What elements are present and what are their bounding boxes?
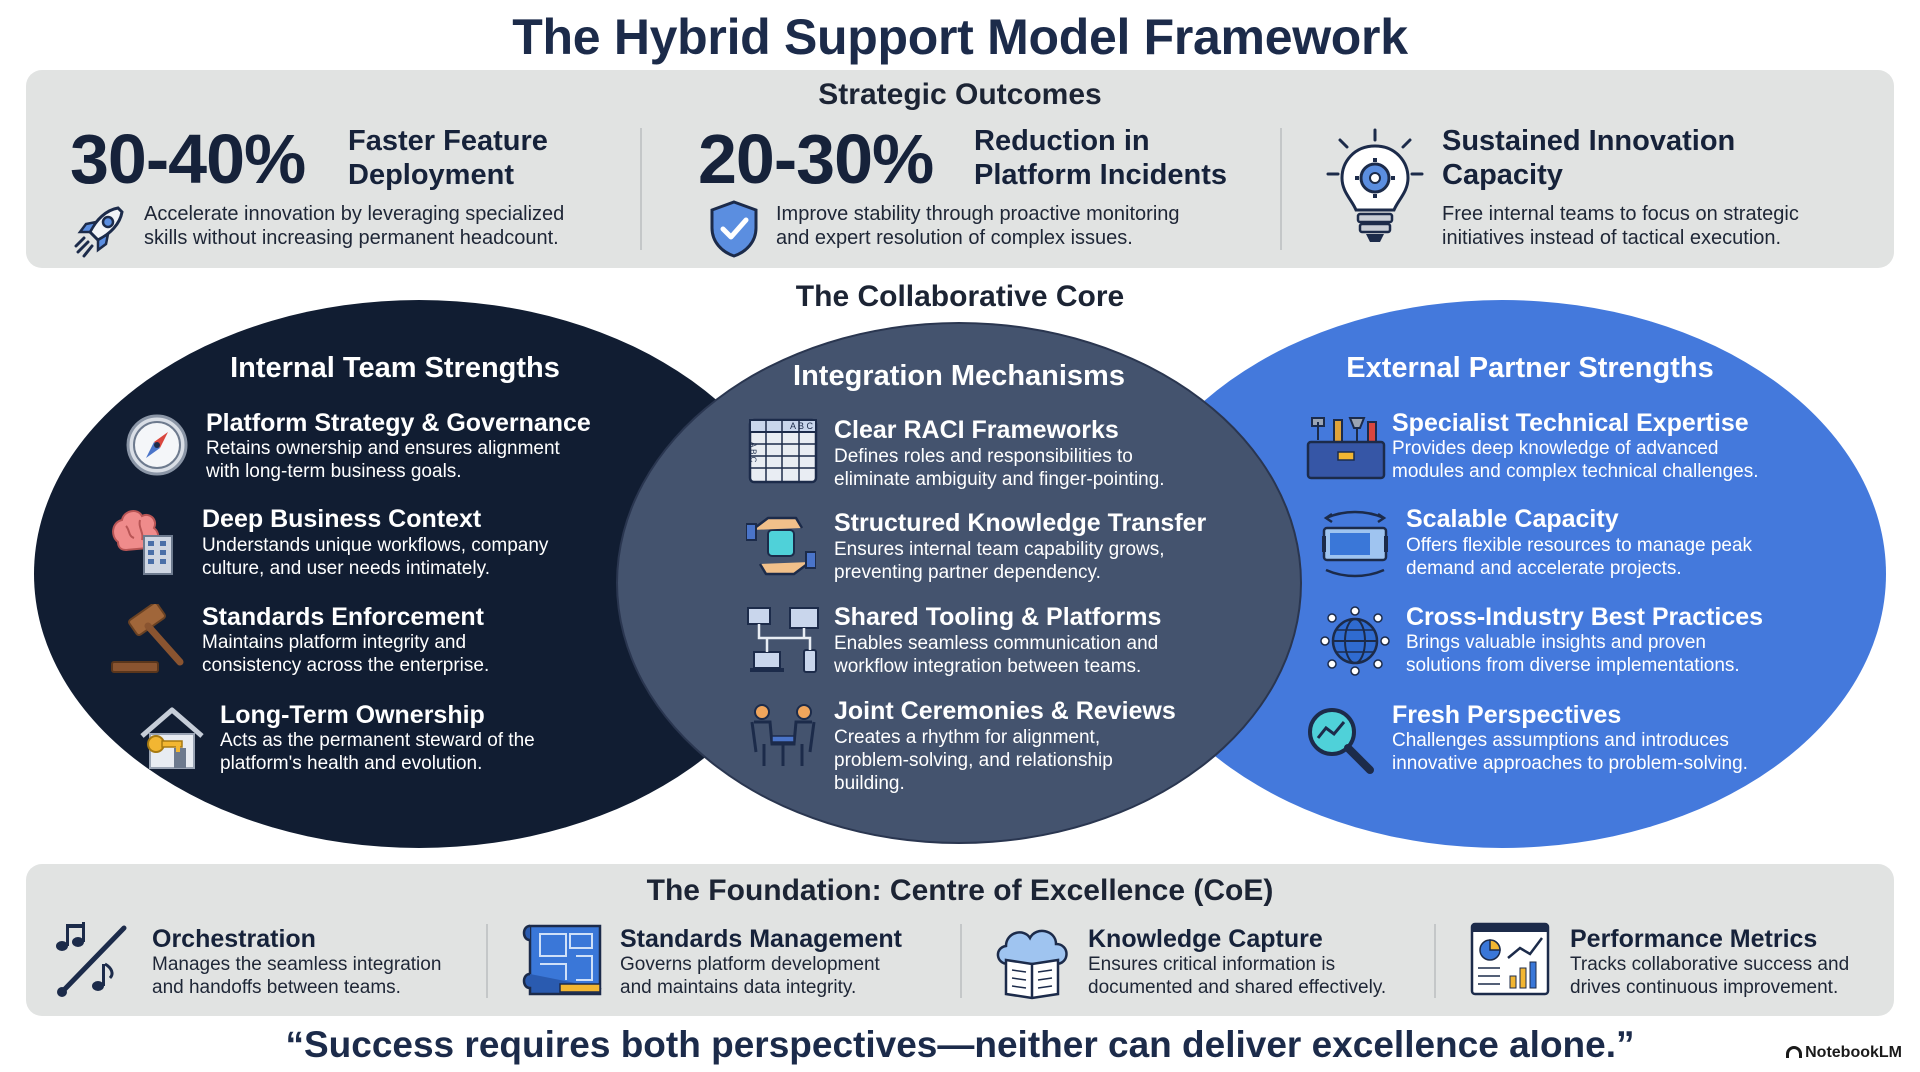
collaborative-core-heading: The Collaborative Core [795,280,1125,313]
baton-music-icon [56,922,127,997]
outcome-desc: Accelerate innovation by leveraging spec… [144,203,565,249]
foundation-panel: The Foundation: Centre of Excellence (Co… [26,864,1894,1016]
item-title: Specialist Technical Expertise [1392,409,1749,437]
brand-label: NotebookLM [1786,1044,1902,1062]
outcome-desc: Free internal teams to focus on strategi… [1442,203,1799,249]
outcome-desc: Improve stability through proactive moni… [776,203,1180,249]
item-title: Standards Enforcement [202,603,485,631]
network-devices-icon [747,607,819,673]
item-title: Clear RACI Frameworks [834,416,1119,444]
item-title: Fresh Perspectives [1392,701,1622,729]
cloud-book-icon [996,929,1068,1000]
house-key-icon [140,707,204,769]
shield-check-icon [710,200,758,258]
internal-strengths-heading: Internal Team Strengths [230,352,560,384]
item-desc: Offers flexible resources to manage peak… [1406,535,1753,579]
item-title: Long-Term Ownership [220,701,485,729]
blueprint-icon [522,924,602,996]
outcome-stat: 20-30% [698,120,934,198]
item-title: Joint Ceremonies & Reviews [834,697,1176,725]
integration-heading: Integration Mechanisms [793,360,1125,392]
toolbox-icon [1306,417,1386,480]
hands-exchange-icon [746,516,816,576]
item-title: Scalable Capacity [1406,505,1619,533]
page-title: The Hybrid Support Model Framework [512,9,1408,65]
magnifier-chart-icon [1308,708,1374,774]
foundation-item-title: Knowledge Capture [1088,925,1323,953]
raci-grid-icon: A B C A B C [749,418,818,484]
divider [486,924,488,998]
closing-quote: “Success requires both perspectives—neit… [285,1024,1635,1065]
foundation-item-title: Performance Metrics [1570,925,1818,953]
globe-network-icon [1320,606,1390,676]
foundation-heading: The Foundation: Centre of Excellence (Co… [646,874,1274,907]
meeting-icon [750,704,816,766]
integration-ellipse [616,322,1302,844]
foundation-item-title: Orchestration [152,925,316,953]
raci-grid-rows: A B C [749,442,758,463]
lightbulb-gear-icon [1326,128,1424,242]
dashboard-chart-icon [1470,922,1550,996]
gavel-icon [111,604,184,673]
brand-text: NotebookLM [1805,1044,1902,1061]
compass-icon [126,414,188,476]
rocket-icon [74,206,124,258]
external-strengths-heading: External Partner Strengths [1346,352,1714,384]
item-title: Shared Tooling & Platforms [834,603,1162,631]
item-title: Cross-Industry Best Practices [1406,603,1764,631]
raci-grid-header: A B C [790,421,814,431]
notebooklm-logo-icon [1786,1046,1803,1058]
item-title: Structured Knowledge Transfer [834,509,1207,537]
divider [1434,924,1436,998]
strategic-outcomes-heading: Strategic Outcomes [818,78,1102,111]
brain-building-icon [112,510,173,575]
divider [960,924,962,998]
divider [640,128,642,250]
item-title: Deep Business Context [202,505,482,533]
item-desc: Ensures internal team capability grows,p… [834,539,1165,583]
outcome-stat: 30-40% [70,120,306,198]
strategic-outcomes-panel: Strategic Outcomes 30-40% Faster Feature… [26,70,1894,268]
item-title: Platform Strategy & Governance [206,409,591,437]
expand-battery-icon [1322,510,1388,578]
divider [1280,128,1282,250]
item-desc: Creates a rhythm for alignment,problem-s… [834,727,1113,794]
foundation-item-title: Standards Management [620,925,903,953]
